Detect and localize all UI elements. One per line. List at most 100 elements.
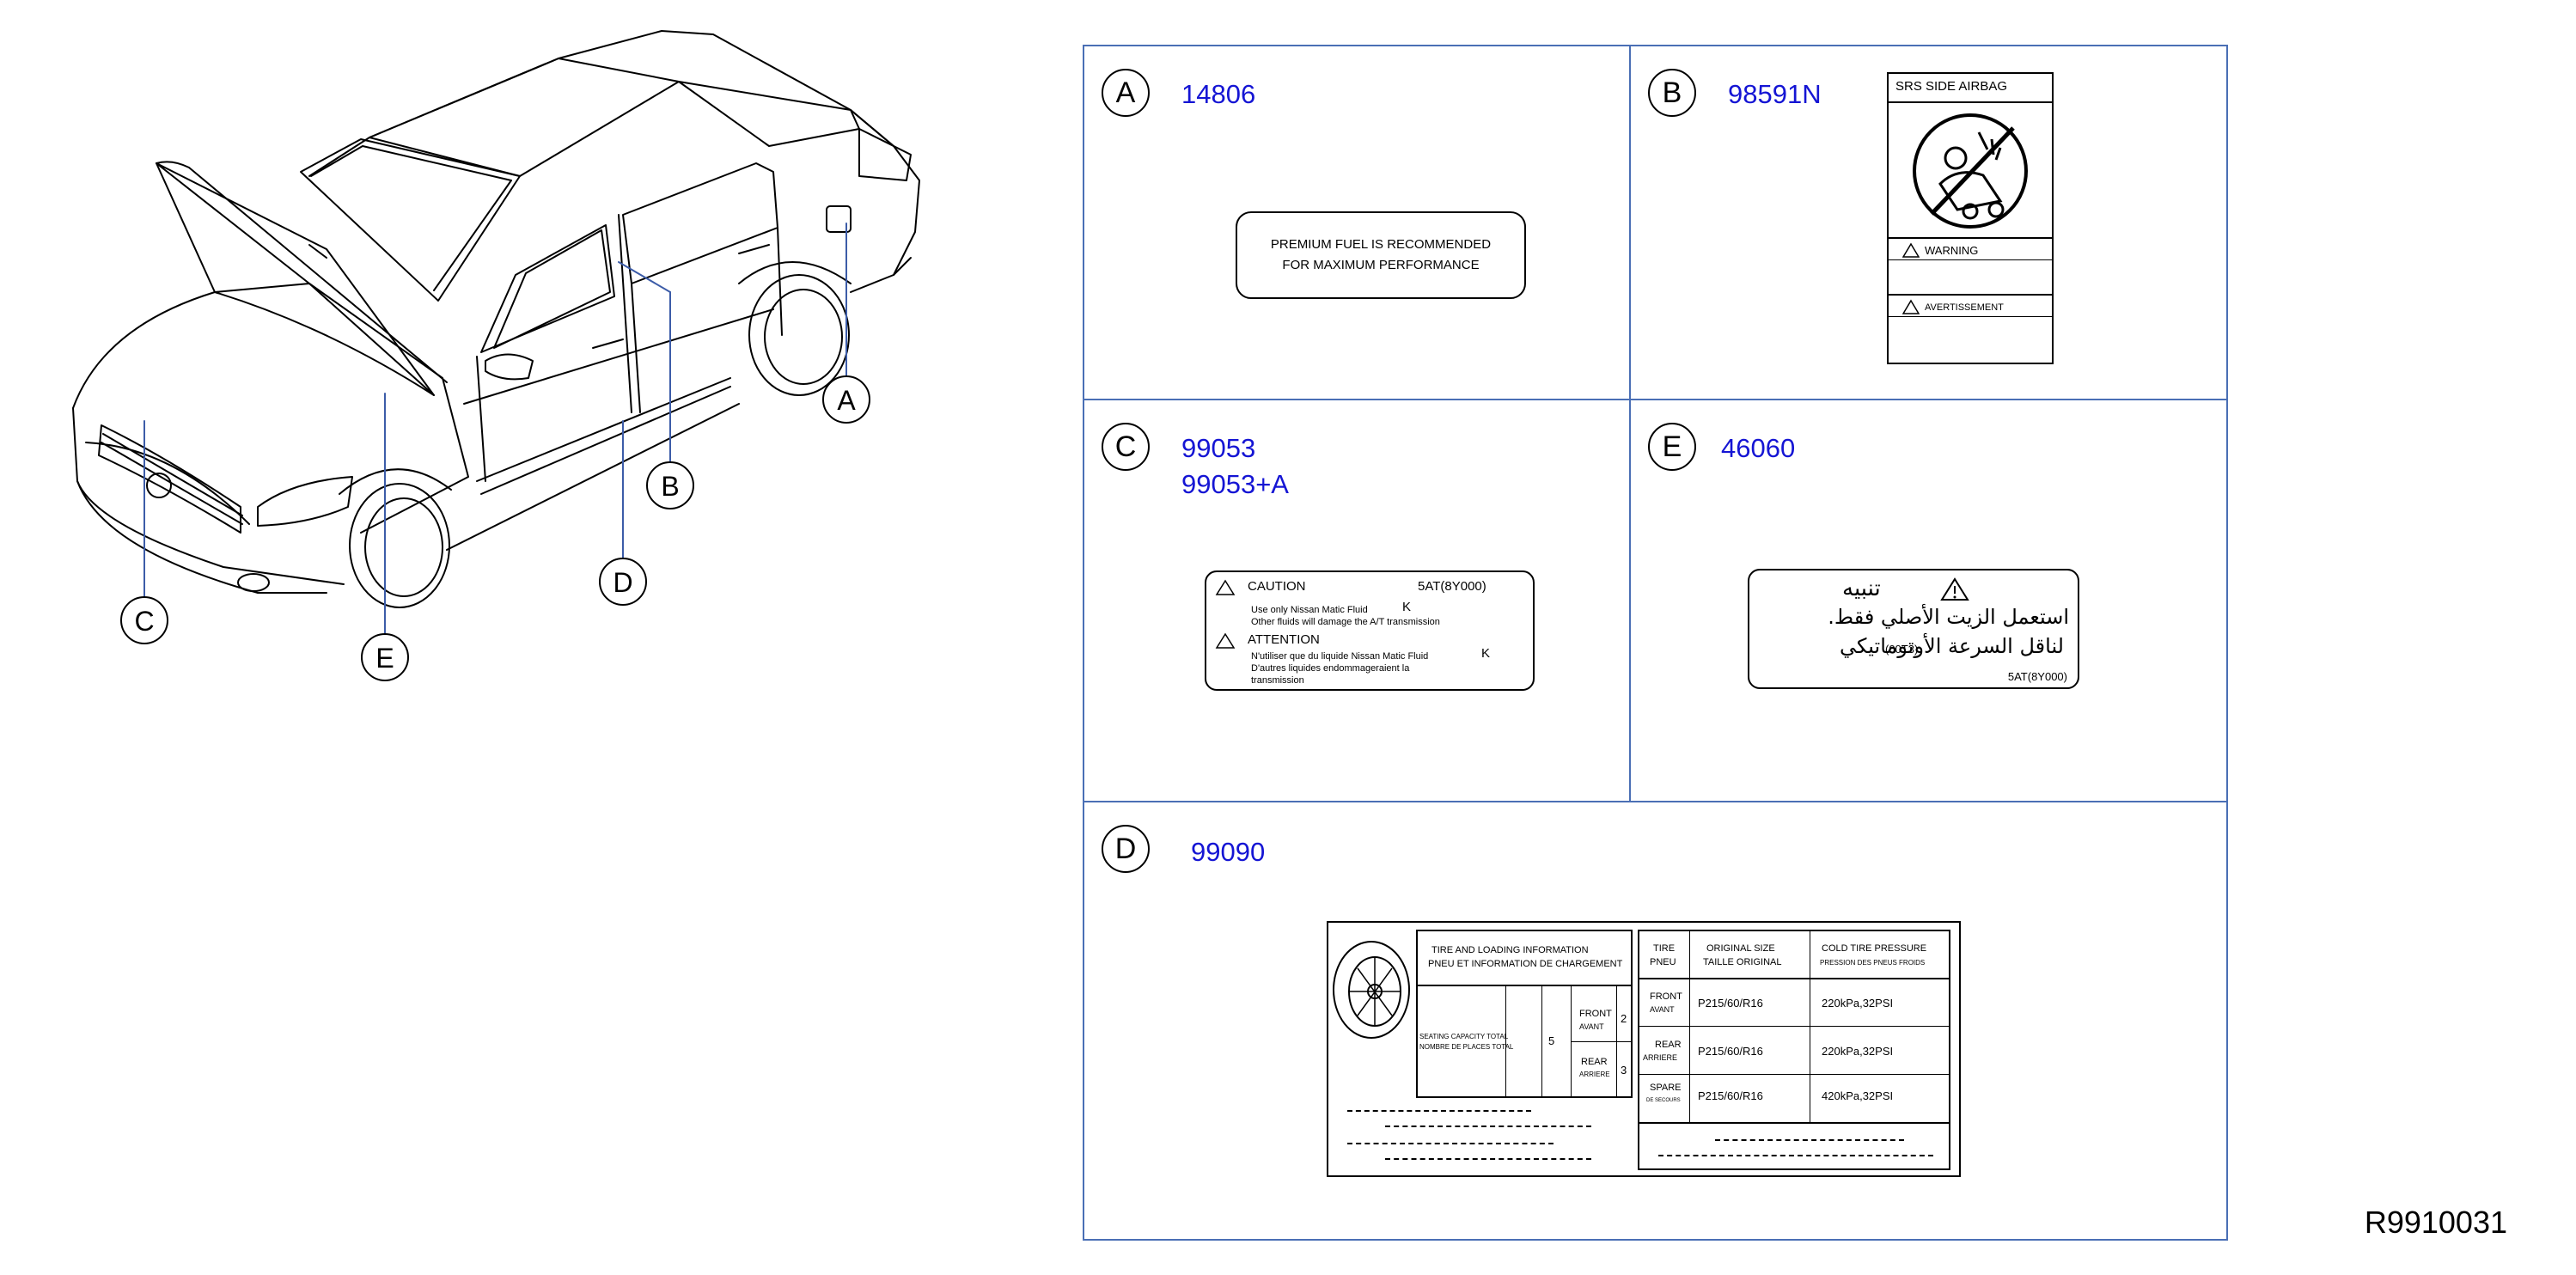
header-text: PNEU ET INFORMATION DE CHARGEMENT xyxy=(1428,959,1623,969)
divider xyxy=(1629,46,1631,801)
svg-text:B: B xyxy=(661,471,679,502)
arabic-text: لناقل السرعة الأوتوماتيكي xyxy=(1840,634,2064,658)
label-line: FOR MAXIMUM PERFORMANCE xyxy=(1282,258,1480,272)
attention-text: D'autres liquides endommageraient la xyxy=(1251,663,1410,674)
front-tire-size: P215/60/R16 xyxy=(1698,997,1763,1010)
arabic-text: استعمل الزيت الأصلي فقط. xyxy=(1828,605,2069,629)
panel-a: A 14806 PREMIUM FUEL IS RECOMMENDED FOR … xyxy=(1084,46,1629,399)
blank-line xyxy=(1385,1126,1591,1127)
header-text: TIRE AND LOADING INFORMATION xyxy=(1431,945,1589,955)
divider xyxy=(1084,399,2226,400)
arabic-caution-label: تنبيه استعمل الزيت الأصلي فقط. لناقل الس… xyxy=(1748,569,2079,689)
svg-text:A: A xyxy=(837,385,856,416)
front-tire-pressure: 220kPa,32PSI xyxy=(1822,997,1894,1010)
rear-label: REAR xyxy=(1581,1057,1608,1067)
diagram-code: R9910031 xyxy=(2364,1205,2507,1240)
airbag-label: SRS SIDE AIRBAG WARNING AVERTIS xyxy=(1887,72,2054,364)
total-seats: 5 xyxy=(1548,1034,1555,1047)
panel-letter: C xyxy=(1102,423,1150,471)
panel-letter: B xyxy=(1648,69,1696,117)
callout-b: B xyxy=(646,461,694,509)
attention-title: ATTENTION xyxy=(1248,632,1320,647)
no-child-seat-icon xyxy=(1913,113,2028,229)
fuel-label: PREMIUM FUEL IS RECOMMENDED FOR MAXIMUM … xyxy=(1236,211,1526,299)
svg-text:E: E xyxy=(375,643,394,674)
tire-icon xyxy=(1333,941,1410,1039)
spare-tire-size: P215/60/R16 xyxy=(1698,1089,1763,1102)
code-text: 5AT(8Y000) xyxy=(2007,670,2067,683)
pressure-header: PRESSION DES PNEUS FROIDS xyxy=(1820,959,1926,967)
warning-triangle-icon xyxy=(1902,242,1920,258)
row-label: FRONT xyxy=(1650,991,1682,1002)
label-line: PREMIUM FUEL IS RECOMMENDED xyxy=(1270,237,1492,252)
front-label: FRONT xyxy=(1579,1009,1612,1019)
front-seats: 2 xyxy=(1621,1012,1627,1025)
callout-c: C xyxy=(120,596,168,644)
label-title: SRS SIDE AIRBAG xyxy=(1895,79,2008,94)
panel-b: B 98591N SRS SIDE AIRBAG WARNING xyxy=(1631,46,2226,399)
rear-seats: 3 xyxy=(1621,1064,1627,1077)
spare-tire-pressure: 420kPa,32PSI xyxy=(1822,1089,1894,1102)
label-panels: A 14806 PREMIUM FUEL IS RECOMMENDED FOR … xyxy=(1083,45,2228,1241)
blank-line xyxy=(1347,1143,1554,1144)
k-mark: K xyxy=(1402,600,1412,614)
avertissement-text: AVERTISSEMENT xyxy=(1925,302,2004,313)
caution-triangle-icon xyxy=(1215,579,1236,595)
panel-letter: A xyxy=(1102,69,1150,117)
svg-text:D: D xyxy=(613,567,632,598)
front-label: AVANT xyxy=(1579,1022,1604,1031)
seating-text: NOMBRE DE PLACES TOTAL xyxy=(1419,1043,1514,1051)
size-header: TAILLE ORIGINAL xyxy=(1703,957,1782,967)
caution-title: CAUTION xyxy=(1248,579,1306,594)
part-number: 98591N xyxy=(1728,79,1822,109)
row-label: REAR xyxy=(1655,1040,1682,1050)
row-label: DE SECOURS xyxy=(1646,1098,1681,1103)
row-label: SPARE xyxy=(1650,1083,1682,1093)
attention-triangle-icon xyxy=(1215,632,1236,649)
blank-line xyxy=(1658,1155,1933,1156)
row-label: ARRIERE xyxy=(1643,1053,1678,1062)
caution-text: Other fluids will damage the A/T transmi… xyxy=(1251,617,1440,627)
row-label: AVANT xyxy=(1650,1005,1675,1014)
part-number: 14806 xyxy=(1181,79,1256,109)
callout-a: A xyxy=(822,375,870,424)
callout-d: D xyxy=(599,558,647,606)
rear-tire-size: P215/60/R16 xyxy=(1698,1045,1763,1058)
panel-e: E 46060 تنبيه استعمل الزيت الأصلي فقط. ل… xyxy=(1631,400,2226,801)
arabic-title: تنبيه xyxy=(1842,576,1881,601)
tire-loading-label: TIRE AND LOADING INFORMATION PNEU ET INF… xyxy=(1327,921,1961,1177)
k-mark: K xyxy=(1481,646,1491,661)
part-number: 99053 xyxy=(1181,433,1256,463)
blank-line xyxy=(1385,1158,1591,1160)
blank-line xyxy=(1715,1139,1904,1141)
code-text: (00T3) xyxy=(1885,643,1919,656)
blank-line xyxy=(1347,1110,1531,1112)
size-header: ORIGINAL SIZE xyxy=(1706,943,1775,954)
caution-text: Use only Nissan Matic Fluid xyxy=(1251,605,1368,615)
car-body xyxy=(72,30,920,608)
svg-text:C: C xyxy=(134,606,154,637)
warning-triangle-icon xyxy=(1902,299,1920,314)
rear-tire-pressure: 220kPa,32PSI xyxy=(1822,1045,1894,1058)
panel-letter: D xyxy=(1102,825,1150,873)
code-text: 5AT(8Y000) xyxy=(1418,579,1486,594)
part-number: 99090 xyxy=(1191,837,1266,867)
panel-c: C 99053 99053+A CAUTION 5AT(8Y000) Use o… xyxy=(1084,400,1629,801)
divider xyxy=(1084,801,2226,802)
pressure-header: COLD TIRE PRESSURE xyxy=(1822,943,1927,954)
attention-text: transmission xyxy=(1251,675,1304,686)
callout-e: E xyxy=(361,633,409,681)
panel-d: D 99090 TIRE AND LOADING INFORMATION PNE… xyxy=(1084,802,2226,1241)
tire-header: PNEU xyxy=(1650,957,1676,967)
rear-label: ARRIERE xyxy=(1579,1071,1610,1078)
seating-text: SEATING CAPACITY TOTAL xyxy=(1419,1033,1509,1040)
transmission-label: CAUTION 5AT(8Y000) Use only Nissan Matic… xyxy=(1205,570,1535,691)
car-illustration: A B D C E xyxy=(72,30,920,681)
tire-header: TIRE xyxy=(1653,943,1676,954)
panel-letter: E xyxy=(1648,423,1696,471)
attention-text: N'utiliser que du liquide Nissan Matic F… xyxy=(1251,651,1429,662)
part-number: 99053+A xyxy=(1181,469,1289,499)
part-number: 46060 xyxy=(1721,433,1796,463)
caution-triangle-icon xyxy=(1940,577,1969,601)
warning-text: WARNING xyxy=(1925,244,1979,257)
